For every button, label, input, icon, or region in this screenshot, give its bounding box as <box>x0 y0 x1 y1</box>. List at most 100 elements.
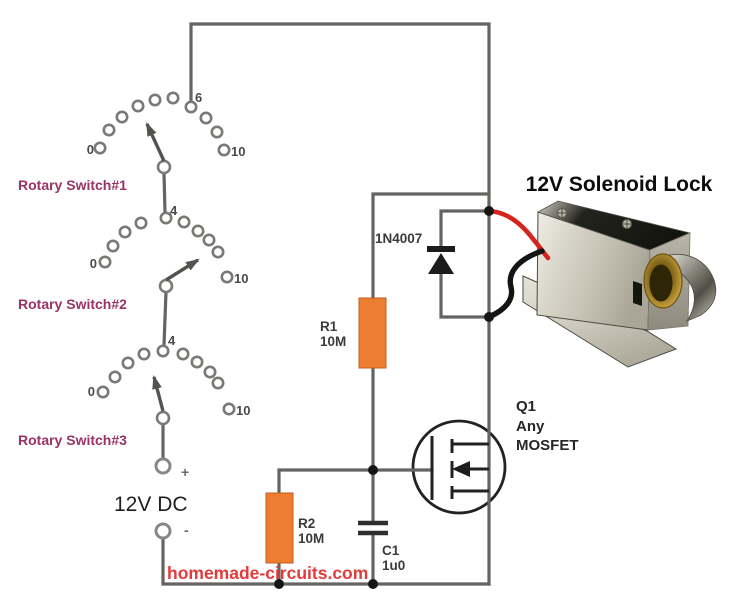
rotary-switch-2: 0 4 10 Rotary Switch#2 <box>18 203 248 312</box>
mosfet-ref: Q1 <box>516 398 536 415</box>
resistor-r1-ref: R1 <box>320 319 338 334</box>
capacitor-c1-ref: C1 <box>382 543 400 558</box>
resistor-r2-value: 10M <box>298 531 324 546</box>
switch-2-contacts <box>98 211 234 284</box>
wire-diode-top <box>439 209 491 252</box>
wire-r1-top-branch <box>371 192 491 300</box>
junction-dot <box>368 465 378 475</box>
switch-1-min-label: 0 <box>87 142 94 157</box>
wire-top-and-right-rail <box>189 22 491 586</box>
mosfet-q1: Q1 Any MOSFET <box>430 398 579 500</box>
switch-contact <box>156 344 170 358</box>
junction-dot <box>484 206 494 216</box>
wire-sw1-to-sw2 <box>162 171 167 214</box>
supply-plus-terminal <box>154 457 172 475</box>
resistor-r2: R2 10M <box>265 492 324 564</box>
switch-1-contacts <box>93 91 231 157</box>
capacitor-c1-value: 1u0 <box>382 558 405 573</box>
switch-contact <box>131 99 145 113</box>
switch-contact <box>118 225 132 239</box>
switch-2-name: Rotary Switch#2 <box>18 296 127 312</box>
supply-minus-terminal <box>154 522 172 540</box>
watermark: homemade-circuits.com <box>167 563 368 583</box>
wire-diode-bottom <box>439 270 491 319</box>
switch-3-max-label: 10 <box>236 403 250 418</box>
rotary-switch-1: 0 6 10 Rotary Switch#1 <box>18 90 245 193</box>
screw-1 <box>557 208 567 218</box>
resistor-r1-value: 10M <box>320 334 346 349</box>
switch-contact <box>96 385 110 399</box>
switch-1-name: Rotary Switch#1 <box>18 177 127 193</box>
switch-contact <box>102 123 116 137</box>
front-face-slot <box>633 281 642 306</box>
junction-dot <box>368 579 378 589</box>
capacitor-c1: C1 1u0 <box>358 520 405 573</box>
brass-bobbin-core <box>649 264 673 302</box>
switch-3-selected-label: 4 <box>168 333 176 348</box>
wire-gate-line <box>277 468 434 495</box>
switch-2-selected-label: 4 <box>170 203 178 218</box>
resistor-r2-body <box>265 492 294 564</box>
switch-2-min-label: 0 <box>90 256 97 271</box>
mosfet-desc-1: Any <box>516 418 545 435</box>
switch-2-max-label: 10 <box>234 271 248 286</box>
switch-3-name: Rotary Switch#3 <box>18 432 127 448</box>
switch-contact <box>166 91 180 105</box>
supply-minus-sign: - <box>184 522 189 538</box>
mosfet-body-arrow <box>452 461 470 477</box>
solenoid-lead-black <box>488 248 545 319</box>
switch-contact <box>211 376 225 390</box>
switch-contact <box>115 110 129 124</box>
switch-contact <box>217 143 231 157</box>
switch-1-selected-label: 6 <box>195 90 202 105</box>
resistor-r1-body <box>358 297 387 369</box>
switch-1-wiper <box>145 122 166 162</box>
switch-contact <box>148 93 162 107</box>
diode-ref: 1N4007 <box>375 231 422 246</box>
switch-contact <box>176 347 190 361</box>
switch-1-pole <box>156 159 172 175</box>
switch-contact <box>202 233 216 247</box>
switch-contact <box>190 355 204 369</box>
page-title: 12V Solenoid Lock <box>526 173 713 196</box>
switch-3-contacts <box>96 344 236 416</box>
switch-contact <box>210 125 224 139</box>
screw-2 <box>622 219 632 229</box>
rotary-switch-3: 0 4 10 Rotary Switch#3 <box>18 333 250 448</box>
supply-plus-sign: + <box>181 464 189 480</box>
switch-2-wiper <box>165 258 200 282</box>
switch-contact <box>220 270 234 284</box>
supply-voltage-label: 12V DC <box>114 493 188 516</box>
switch-contact <box>159 211 173 225</box>
switch-contact <box>177 215 191 229</box>
switch-contact <box>222 402 236 416</box>
resistor-r1: R1 10M <box>320 297 387 369</box>
diode-anode-triangle <box>428 253 454 274</box>
switch-contact <box>93 141 107 155</box>
switch-contact <box>191 224 205 238</box>
supply-12v-dc: + - 12V DC <box>114 457 189 540</box>
wire-minus-to-bottom <box>161 536 491 586</box>
switch-3-min-label: 0 <box>88 384 95 399</box>
switch-contact <box>108 370 122 384</box>
switch-contact <box>134 216 148 230</box>
junction-dot <box>484 312 494 322</box>
switch-3-wiper <box>152 374 165 412</box>
switch-2-pole <box>158 278 174 294</box>
switch-contact <box>98 255 112 269</box>
junction-dots <box>274 206 494 589</box>
resistor-r2-ref: R2 <box>298 516 315 531</box>
schematic-wires <box>161 22 491 586</box>
switch-3-pole <box>155 410 171 426</box>
junction-dot <box>274 579 284 589</box>
switch-contact <box>199 111 213 125</box>
switch-contact <box>211 245 225 259</box>
switch-contact <box>203 365 217 379</box>
solenoid-lock-photo <box>486 200 717 368</box>
diode-1n4007: 1N4007 <box>375 231 455 274</box>
switch-contact <box>121 356 135 370</box>
diode-cathode-bar <box>427 246 455 252</box>
mosfet-desc-2: MOSFET <box>516 437 579 454</box>
